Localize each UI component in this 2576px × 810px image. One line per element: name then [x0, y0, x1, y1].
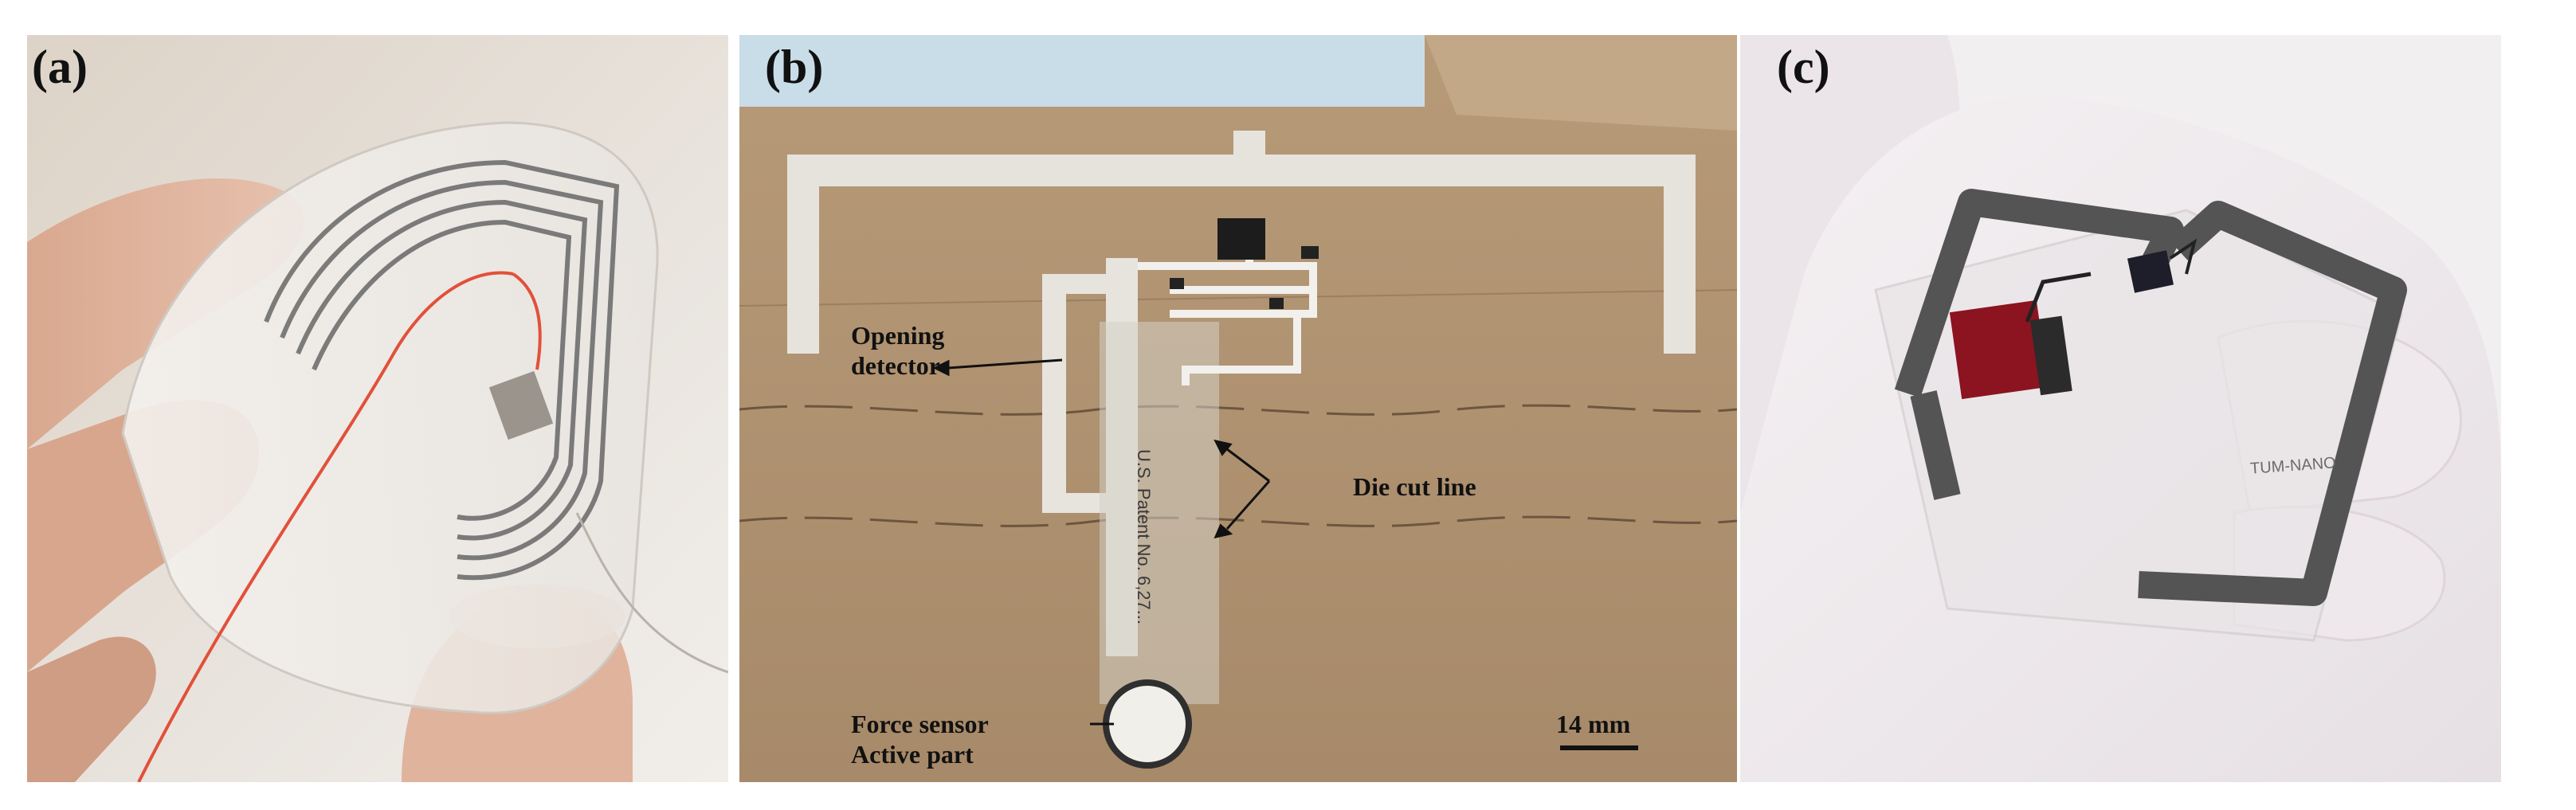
annotation-opening-line-2: detector [851, 351, 940, 380]
sticker-patent-text: U.S. Patent No. 6,27... [1134, 449, 1154, 625]
annotation-force-line-1: Force sensor [851, 710, 989, 738]
annotation-force-line-2: Active part [851, 740, 974, 769]
panel-c-image [1740, 35, 2501, 782]
panel-b-photo: Opening detector Die cut line Force sens… [739, 35, 1737, 782]
panel-c-photo: TUM-NANO [1740, 35, 2501, 782]
annotation-die-cut-line: Die cut line [1353, 472, 1476, 501]
annotation-force-sensor: Force sensor Active part [851, 709, 989, 769]
panel-a-image [27, 35, 728, 782]
panel-label-b: (b) [765, 41, 824, 93]
panel-label-c: (c) [1777, 41, 1830, 93]
panel-label-a: (a) [32, 41, 88, 93]
scale-bar-label: 14 mm [1556, 710, 1631, 738]
annotation-opening-detector: Opening detector [851, 320, 944, 381]
panel-a-photo [27, 35, 728, 782]
panel-b-image [739, 35, 1737, 782]
annotation-opening-line-1: Opening [851, 321, 945, 350]
